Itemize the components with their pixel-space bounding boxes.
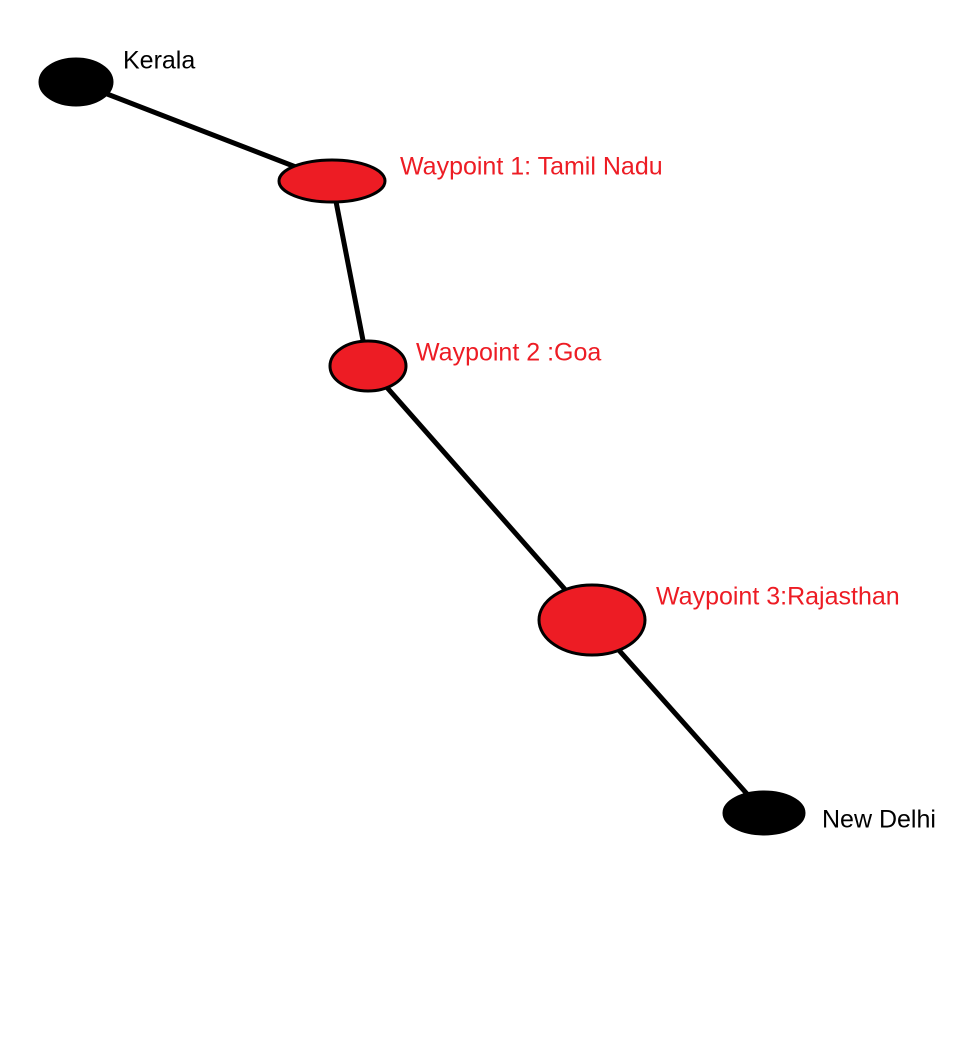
node-waypoint-3 xyxy=(537,583,647,657)
node-kerala xyxy=(38,57,114,107)
node-waypoint-2 xyxy=(328,339,408,393)
edge-waypoint-3-to-new-delhi xyxy=(589,617,767,816)
edge-waypoint-1-to-waypoint-2 xyxy=(329,178,371,369)
edge-kerala-to-waypoint-1 xyxy=(73,79,335,184)
label-kerala: Kerala xyxy=(123,47,195,75)
node-new-delhi xyxy=(722,790,806,836)
edge-waypoint-2-to-waypoint-3 xyxy=(365,363,595,623)
route-edges xyxy=(73,79,767,816)
node-waypoint-1 xyxy=(277,158,387,204)
label-waypoint-1: Waypoint 1: Tamil Nadu xyxy=(400,153,663,181)
route-nodes xyxy=(38,57,806,836)
label-waypoint-2: Waypoint 2 :Goa xyxy=(416,339,601,367)
label-new-delhi: New Delhi xyxy=(822,806,936,834)
label-waypoint-3: Waypoint 3:Rajasthan xyxy=(656,583,900,611)
